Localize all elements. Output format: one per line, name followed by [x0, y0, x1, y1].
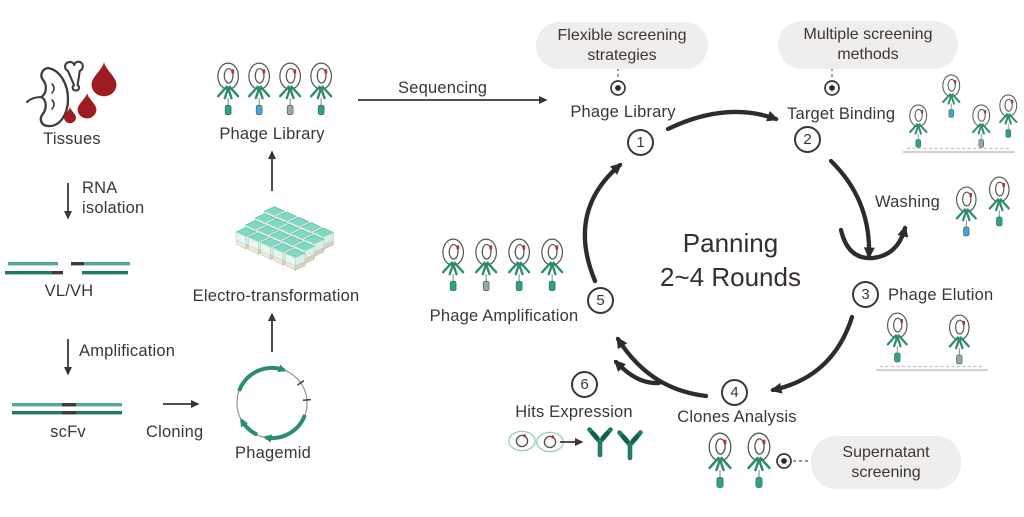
step-circle-2: 2 [794, 126, 821, 153]
bone-icon [64, 60, 84, 92]
panning-title-line1: Panning [682, 228, 779, 258]
arc-4-6 [613, 359, 662, 386]
electro-transformation-label: Electro-transformation [192, 287, 360, 305]
phage-library-left-label: Phage Library [219, 125, 325, 143]
amplification-label: Amplification [79, 342, 176, 360]
washing-label: Washing [875, 193, 940, 211]
amplification-phages [441, 237, 564, 292]
tissues-label: Tissues [43, 130, 101, 148]
step-circle-1: 1 [627, 129, 654, 156]
scfv-label: scFv [50, 423, 86, 441]
flow-arrows [64, 96, 584, 446]
callout-supernatant-screening: Supernatant screening [811, 436, 961, 489]
step-4-label: Clones Analysis [677, 408, 797, 426]
antibody-icon [620, 433, 641, 459]
vlvh-dna-icon [5, 262, 130, 275]
elution-surface [874, 365, 990, 372]
arc-4-5 [615, 336, 709, 399]
target-icon [610, 80, 626, 96]
electro-plate-icon [235, 206, 335, 271]
vlvh-label: VL/VH [44, 282, 94, 300]
step-circle-3: 3 [852, 281, 879, 308]
step-1-label: Phage Library [570, 103, 676, 121]
phagemid-icon [236, 364, 311, 443]
antibody-icon [590, 430, 611, 456]
step-6-label: Hits Expression [515, 403, 633, 421]
arc-1-2 [665, 109, 779, 132]
panning-title-line2: 2~4 Rounds [660, 261, 801, 292]
rna-isolation-label: RNA isolation [82, 179, 145, 217]
target-binding-phages [901, 73, 1018, 154]
callout-multiple-screening: Multiple screening methods [778, 21, 958, 69]
blood-drops-icon [64, 62, 117, 124]
arc-3-4 [770, 314, 855, 394]
phage-library-icons [216, 61, 333, 116]
target-icon [776, 453, 792, 469]
target-icon [824, 80, 840, 96]
step-circle-6: 6 [571, 371, 598, 398]
cloning-label: Cloning [146, 423, 204, 441]
kidney-icon [26, 66, 70, 128]
callout-flexible-screening: Flexible screening strategies [536, 22, 708, 69]
scfv-dna-icon [12, 403, 122, 415]
elution-phages [874, 311, 990, 372]
phagemid-label: Phagemid [235, 444, 311, 462]
arc-washing [838, 225, 909, 261]
clones-phages [707, 431, 772, 489]
sequencing-label: Sequencing [398, 79, 488, 97]
hits-expression-icons [508, 430, 641, 459]
arc-5-1 [582, 162, 623, 284]
step-5-label: Phage Amplification [429, 307, 579, 325]
step-3-label: Phage Elution [888, 286, 994, 304]
binding-surface [901, 147, 1017, 154]
step-circle-4: 4 [721, 379, 748, 406]
arc-2-3 [828, 158, 875, 259]
tissues-icon-group [26, 60, 117, 128]
step-2-label: Target Binding [787, 105, 896, 123]
step-circle-5: 5 [587, 287, 614, 314]
panning-title: Panning 2~4 Rounds [628, 227, 833, 295]
washing-phages [955, 175, 1011, 238]
